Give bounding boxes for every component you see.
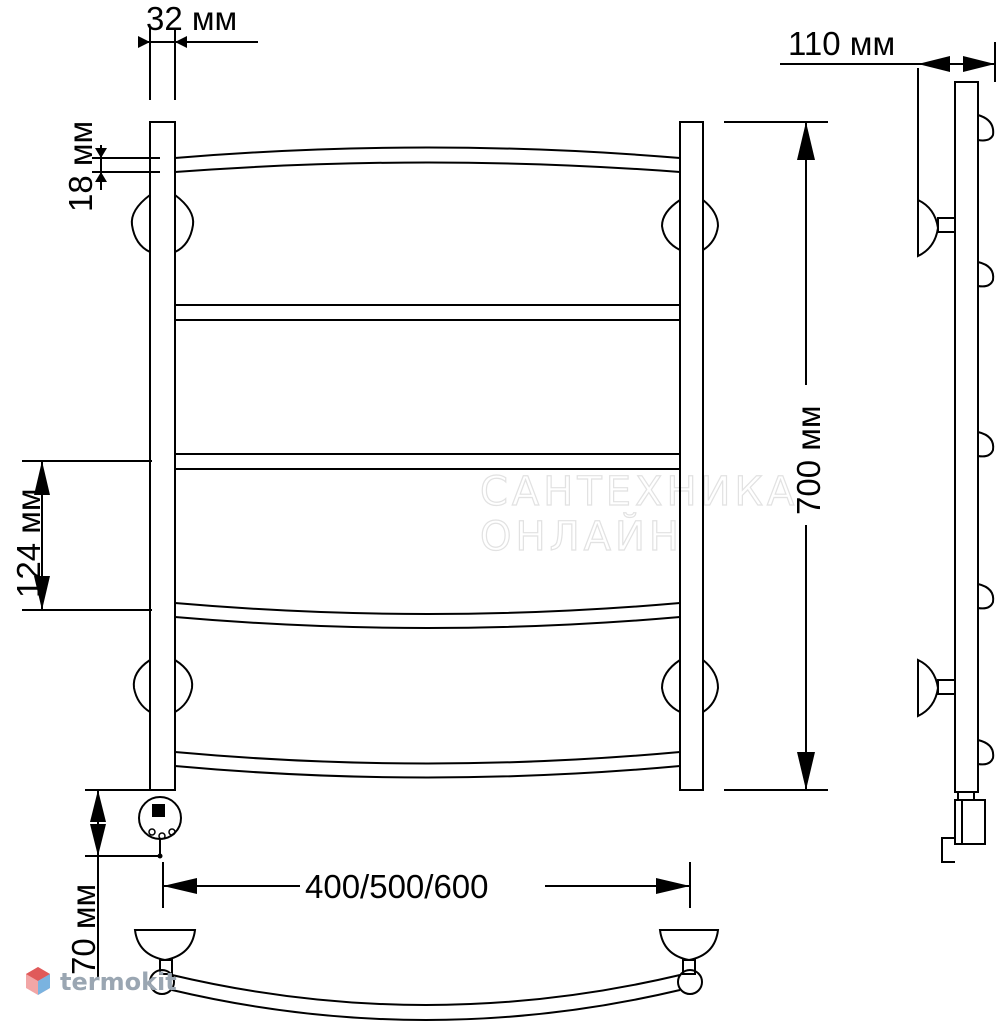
dimension-width: 400/500/600 (162, 862, 691, 908)
dimension-wall-offset-top: 18 мм (62, 121, 160, 212)
side-view-wall-mount-upper (917, 68, 956, 258)
dimension-width-label: 400/500/600 (305, 868, 489, 905)
side-view-heating-element (941, 791, 986, 863)
dimension-rung-spacing: 124 мм (10, 460, 152, 611)
bottom-rung-bottom (174, 765, 681, 779)
top-view-post-left (149, 969, 175, 995)
watermark-line2: ОНЛАЙН (480, 512, 683, 560)
wall-mount-upper-left (130, 194, 195, 253)
top-rung-outer (174, 146, 681, 159)
side-view: 110 мм (780, 25, 996, 863)
dimension-height: 700 мм (724, 121, 828, 791)
dimension-pipe-diameter: 32 мм (138, 0, 258, 100)
side-view-post (954, 81, 979, 793)
wall-mount-lower-left (132, 659, 194, 713)
top-view-post-right (677, 969, 703, 995)
top-view (133, 929, 720, 1021)
dimension-pipe-diameter-label: 32 мм (146, 0, 237, 37)
side-view-rung-stub (977, 431, 995, 458)
top-view-stem-right (682, 959, 696, 975)
top-view-rung-outer (171, 989, 681, 1021)
top-view-rung-inner (171, 974, 681, 1006)
wall-mount-lower-right (660, 659, 720, 713)
rung-4-bottom (174, 616, 681, 629)
dimension-height-label: 700 мм (790, 405, 827, 515)
dimension-rung-spacing-label: 124 мм (10, 488, 47, 598)
watermark: САНТЕХНИКА ОНЛАЙН (479, 468, 798, 560)
wall-mount-upper-right (660, 199, 720, 251)
side-view-rung-stub (977, 114, 995, 142)
termokit-logo-text: termokit (60, 968, 177, 996)
top-view-stem-left (159, 959, 173, 975)
top-view-mount-left (133, 929, 197, 962)
left-post (149, 121, 176, 791)
rung-4-top (174, 602, 681, 615)
side-view-rung-stub (977, 739, 995, 766)
side-view-rung-stub (977, 261, 995, 288)
right-post (679, 121, 704, 791)
side-view-wall-mount-lower (917, 658, 956, 718)
heating-element-connector (138, 796, 182, 859)
termokit-logo: termokit (26, 967, 177, 996)
dimension-bottom-offset-label: 70 мм (65, 884, 102, 975)
front-view (130, 121, 720, 859)
dimension-bottom-offset: 70 мм (65, 789, 160, 980)
side-view-rung-stub (977, 583, 995, 610)
dimension-wall-offset-label: 110 мм (788, 25, 895, 62)
dimension-wall-offset-top-label: 18 мм (62, 121, 99, 212)
bottom-rung-top (174, 751, 681, 765)
watermark-line1: САНТЕХНИКА (480, 469, 798, 515)
top-rung-inner (174, 161, 681, 173)
top-view-mount-right (658, 929, 720, 962)
